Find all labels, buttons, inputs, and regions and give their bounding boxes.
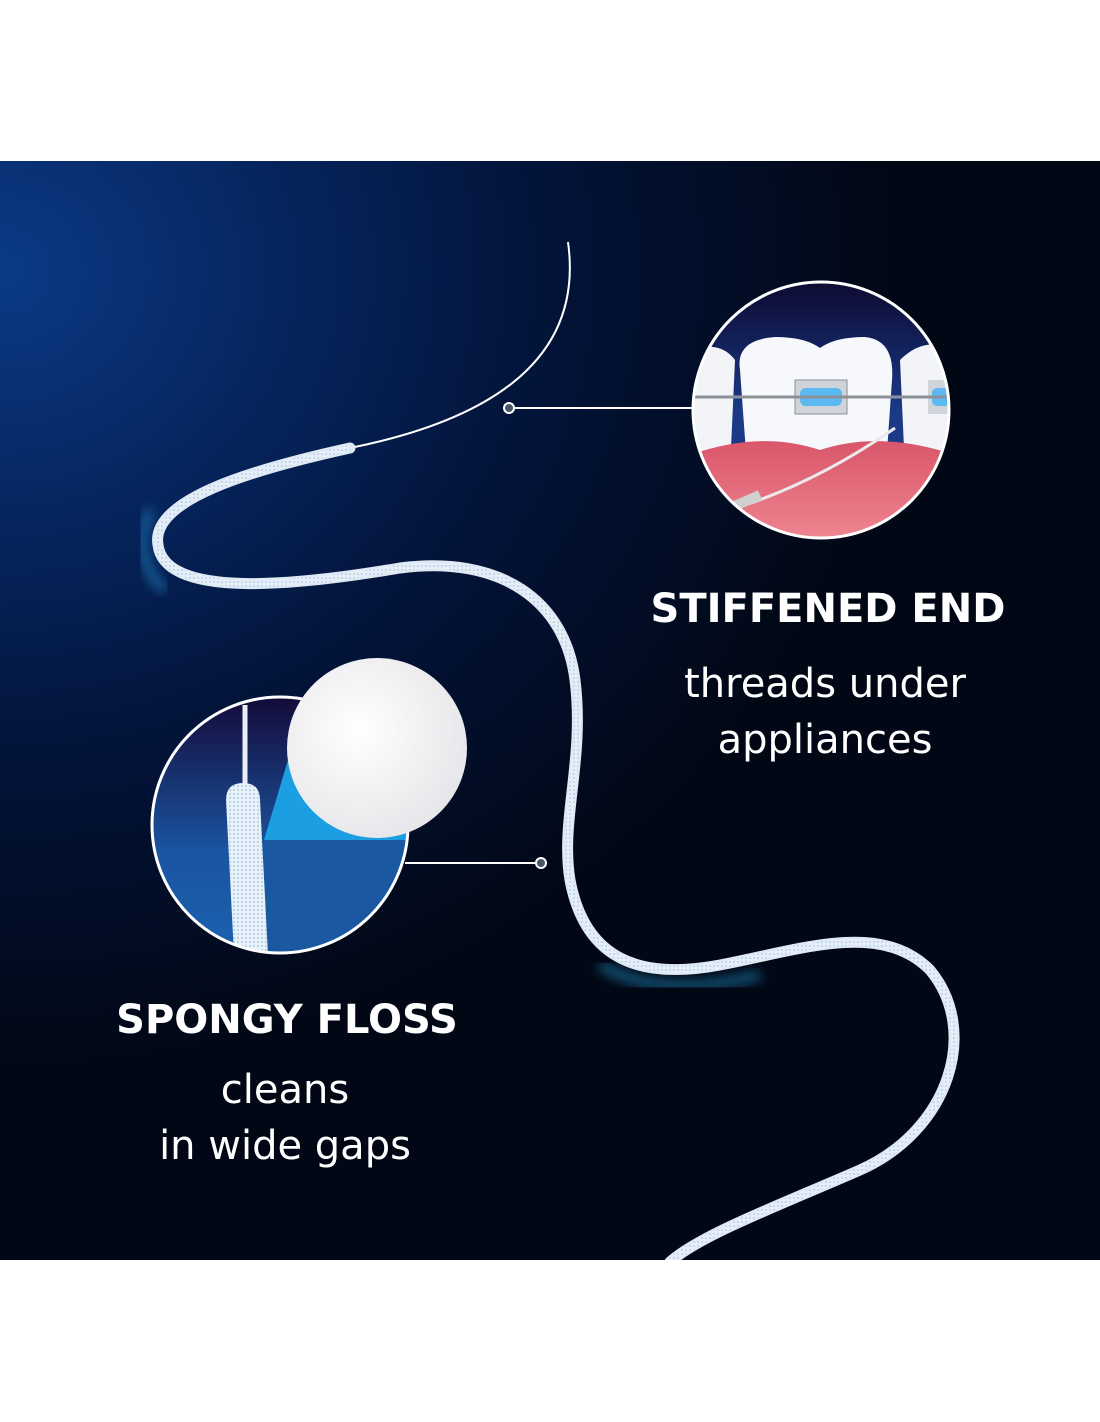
- feature-desc-line: cleans: [220, 1067, 350, 1113]
- feature-title-stiffened-end: STIFFENED END: [650, 586, 1006, 632]
- connector-dot-top: [503, 402, 515, 414]
- feature-title-spongy-floss: SPONGY FLOSS: [116, 997, 458, 1043]
- feature-desc-line: appliances: [717, 717, 933, 763]
- feature-desc-line: in wide gaps: [159, 1123, 411, 1169]
- connector-dot-left: [535, 857, 547, 869]
- braces-closeup: [694, 283, 948, 537]
- feature-desc-line: threads under: [684, 661, 966, 707]
- stiffened-end-thread: [349, 241, 571, 449]
- floss-illustration: [138, 241, 960, 1260]
- sponge-texture-magnifier: [287, 658, 467, 838]
- infographic-panel: STIFFENED END threads under appliances S…: [0, 161, 1100, 1260]
